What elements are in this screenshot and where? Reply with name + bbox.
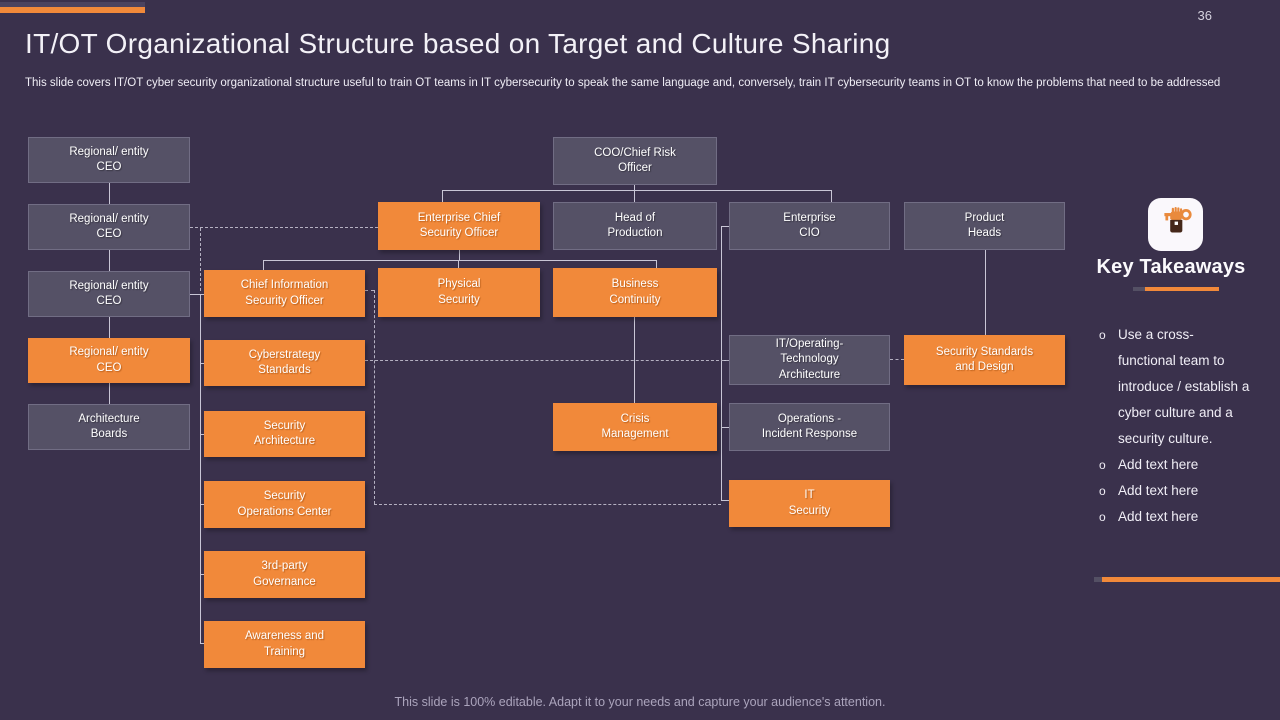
connector-line — [200, 294, 201, 643]
org-node-regional-ceo-4: Regional/ entity CEO — [28, 338, 190, 383]
list-item: o Add text here — [1099, 452, 1251, 478]
org-node-enterprise-cio: Enterprise CIO — [729, 202, 890, 250]
key-takeaways-heading: Key Takeaways — [1096, 256, 1246, 278]
connector-line — [442, 190, 831, 191]
connector-line — [109, 250, 110, 271]
org-node-physical-security: Physical Security — [378, 268, 540, 317]
underline-cap — [1133, 287, 1145, 291]
connector-line — [634, 190, 635, 202]
connector-line — [831, 190, 832, 202]
connector-line — [458, 260, 459, 268]
bullet-marker: o — [1099, 458, 1106, 472]
org-node-it-security: IT Security — [729, 480, 890, 527]
org-node-architecture-boards: Architecture Boards — [28, 404, 190, 450]
connector-line — [200, 363, 204, 364]
connector-line — [721, 500, 729, 501]
org-node-security-operations-center: Security Operations Center — [204, 481, 365, 528]
list-item-text: Add text here — [1118, 483, 1199, 498]
org-node-security-standards-design: Security Standards and Design — [904, 335, 1065, 385]
connector-line — [263, 260, 656, 261]
list-item: o Use a cross-functional team to introdu… — [1099, 322, 1251, 452]
org-node-operations-incident-response: Operations - Incident Response — [729, 403, 890, 451]
connector-line — [200, 574, 204, 575]
connector-dashed-line — [374, 290, 375, 504]
org-node-cyberstrategy-standards: Cyberstrategy Standards — [204, 340, 365, 386]
org-node-enterprise-cso: Enterprise Chief Security Officer — [378, 202, 540, 250]
connector-line — [109, 383, 110, 404]
bullet-marker: o — [1099, 328, 1106, 342]
connector-line — [721, 427, 729, 428]
connector-dashed-line — [890, 359, 904, 360]
org-node-third-party-governance: 3rd-party Governance — [204, 551, 365, 598]
footer-note: This slide is 100% editable. Adapt it to… — [394, 695, 886, 709]
connector-line — [263, 260, 264, 270]
org-node-product-heads: Product Heads — [904, 202, 1065, 250]
connector-line — [200, 504, 204, 505]
bottom-bar-cap — [1094, 577, 1102, 582]
org-node-security-architecture: Security Architecture — [204, 411, 365, 457]
list-item: o Add text here — [1099, 478, 1251, 504]
bottom-bar-main — [1102, 577, 1280, 582]
slide-title: IT/OT Organizational Structure based on … — [25, 28, 891, 59]
connector-dashed-line — [190, 227, 378, 228]
page-number: 36 — [1197, 8, 1212, 23]
top-accent-bar-orange — [0, 7, 145, 13]
org-node-regional-ceo-2: Regional/ entity CEO — [28, 204, 190, 250]
connector-line — [109, 183, 110, 204]
org-node-regional-ceo-1: Regional/ entity CEO — [28, 137, 190, 183]
list-item-text: Use a cross-functional team to introduce… — [1118, 327, 1250, 446]
connector-dashed-line — [200, 228, 201, 291]
hand-holding-key-icon — [1157, 203, 1195, 246]
connector-dashed-line — [374, 504, 721, 505]
org-node-itot-architecture: IT/Operating- Technology Architecture — [729, 335, 890, 385]
connector-line — [721, 226, 729, 227]
connector-line — [442, 190, 443, 202]
bullet-marker: o — [1099, 510, 1106, 524]
org-node-awareness-training: Awareness and Training — [204, 621, 365, 668]
connector-line — [634, 185, 635, 190]
connector-line — [459, 250, 460, 260]
slide-description: This slide covers IT/OT cyber security o… — [25, 77, 1221, 89]
connector-line — [190, 294, 204, 295]
key-takeaways-badge — [1148, 198, 1203, 251]
org-node-regional-ceo-3: Regional/ entity CEO — [28, 271, 190, 317]
key-takeaways-underline — [1133, 287, 1219, 291]
connector-line — [721, 226, 722, 500]
list-item-text: Add text here — [1118, 457, 1199, 472]
org-node-head-of-production: Head of Production — [553, 202, 717, 250]
key-takeaways-list: o Use a cross-functional team to introdu… — [1099, 322, 1251, 530]
connector-line — [656, 260, 657, 268]
connector-line — [200, 643, 204, 644]
connector-line — [109, 317, 110, 338]
bullet-marker: o — [1099, 484, 1106, 498]
connector-dashed-line — [365, 290, 374, 291]
key-takeaways-bottom-bar — [1094, 577, 1280, 582]
list-item-text: Add text here — [1118, 509, 1199, 524]
connector-line — [985, 250, 986, 335]
top-accent-bar-dark — [0, 2, 145, 7]
connector-dashed-line — [365, 360, 729, 361]
list-item: o Add text here — [1099, 504, 1251, 530]
org-node-ciso: Chief Information Security Officer — [204, 270, 365, 317]
underline-main — [1145, 287, 1219, 291]
org-node-business-continuity: Business Continuity — [553, 268, 717, 317]
org-node-crisis-management: Crisis Management — [553, 403, 717, 451]
connector-line — [200, 434, 204, 435]
org-node-coo-chief-risk-officer: COO/Chief Risk Officer — [553, 137, 717, 185]
